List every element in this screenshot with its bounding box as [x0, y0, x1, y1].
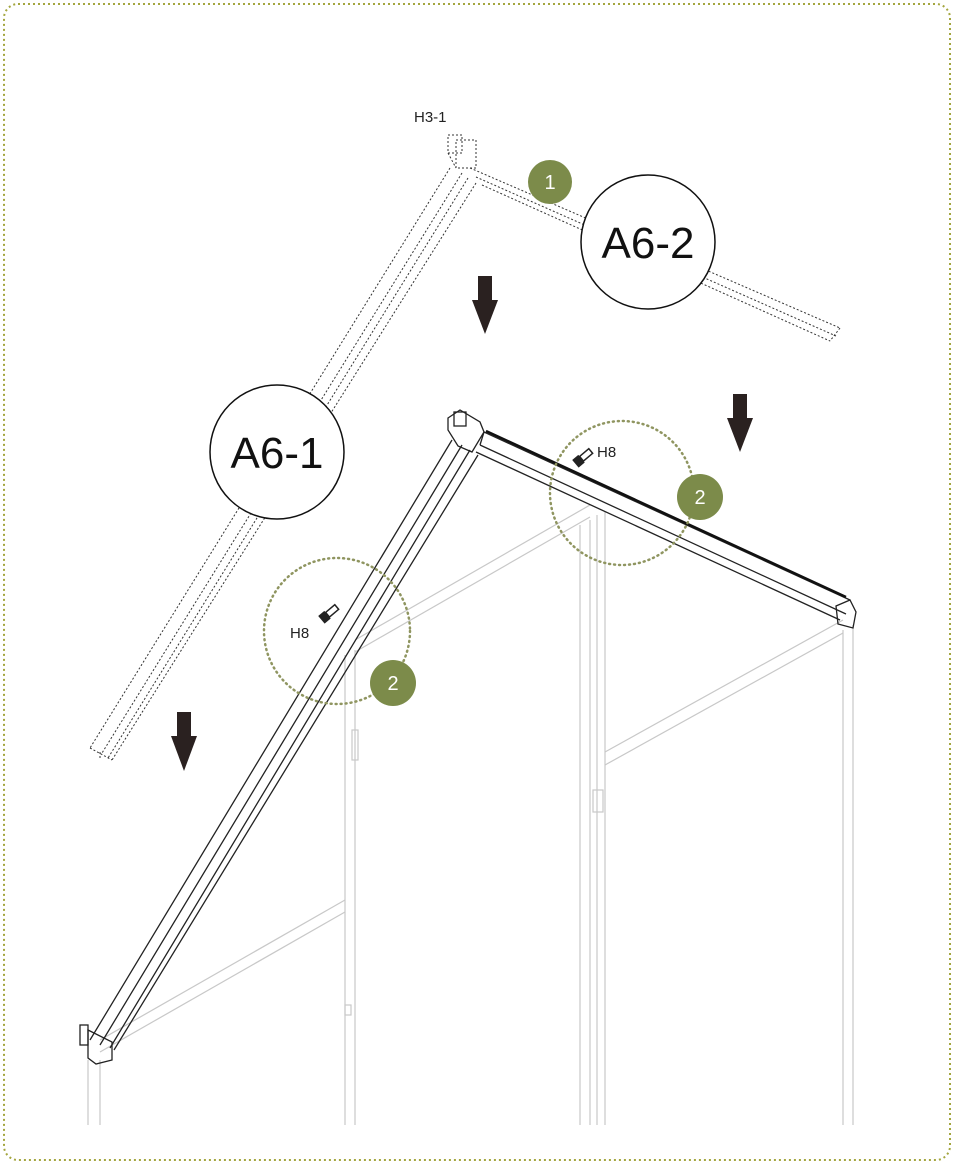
step-2-right-number: 2	[694, 487, 705, 509]
h8-label-right: H8	[597, 444, 616, 461]
step-1-number: 1	[544, 172, 555, 194]
step-badge-2-right: 2	[677, 474, 723, 520]
a6-2-label: A6-2	[602, 219, 695, 268]
detail-circle-left	[262, 556, 412, 706]
step-badge-2-left: 2	[370, 660, 416, 706]
down-arrow-icon	[727, 394, 753, 452]
down-arrow-icon	[171, 712, 197, 771]
a6-2-part-assembled	[475, 431, 857, 629]
down-arrow-icon	[472, 276, 498, 334]
h8-label-left: H8	[290, 625, 309, 642]
a6-2-dark-edge	[485, 429, 847, 599]
h3-1-label: H3-1	[414, 109, 447, 126]
step-2-left-number: 2	[387, 673, 398, 695]
screw-icon	[318, 603, 340, 624]
h3-1-connector-exploded	[447, 134, 477, 169]
a6-2-callout: A6-2	[580, 174, 716, 310]
a6-1-label: A6-1	[231, 429, 324, 478]
screw-icon	[572, 447, 594, 468]
a6-1-callout: A6-1	[209, 384, 345, 520]
step-badge-1: 1	[528, 160, 572, 204]
a6-1-part-assembled	[79, 409, 485, 1065]
greenhouse-frame	[87, 504, 854, 1125]
